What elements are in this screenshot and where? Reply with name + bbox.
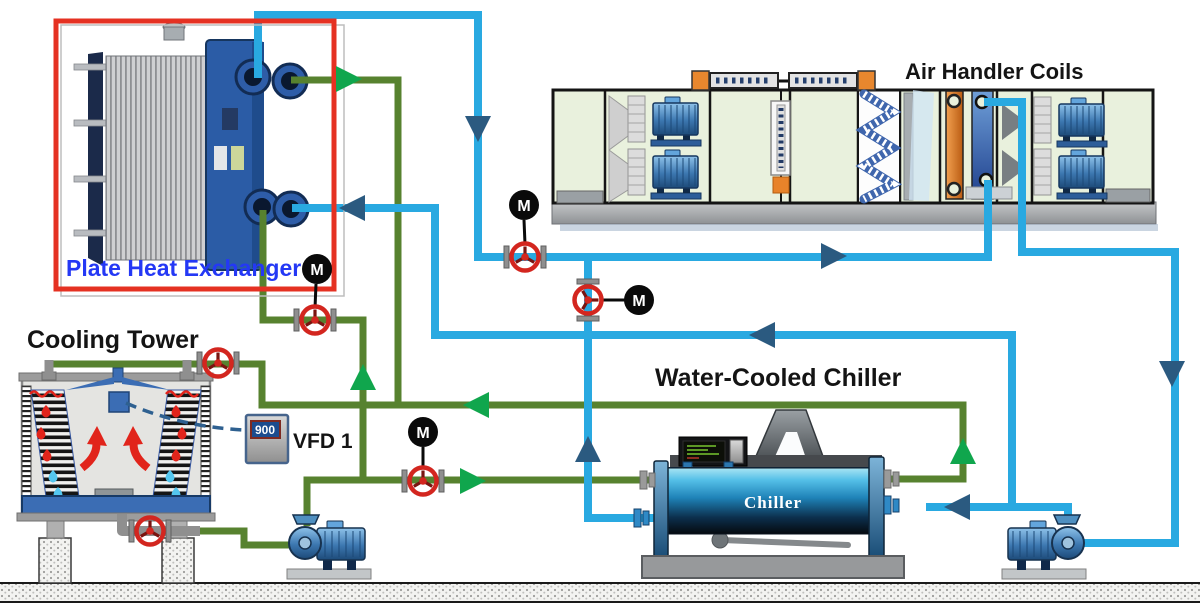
pipe-return-to-phe xyxy=(292,204,1016,511)
phe-plate-pack xyxy=(105,55,207,261)
flow-arrow-green-right xyxy=(336,66,362,92)
flow-arrow-navy-down xyxy=(465,116,491,142)
chw-supply-valve xyxy=(504,244,546,271)
flow-arrow-green-up xyxy=(350,364,376,390)
chiller-nozzles xyxy=(633,469,900,528)
pipe-pump-to-chiller-evap xyxy=(926,503,1072,524)
tower-louver xyxy=(200,385,211,509)
air-handler-coils-label: Air Handler Coils xyxy=(905,59,1083,84)
vfd-display xyxy=(250,420,281,439)
flow-arrow-navy-right xyxy=(821,243,847,269)
air-handler-unit xyxy=(551,70,1158,231)
valves-and-actuators: M M M M xyxy=(129,190,654,545)
motor-m-label: M xyxy=(310,262,323,279)
pipe-tower-outlet xyxy=(194,527,298,549)
flat-filter xyxy=(903,90,934,201)
flow-arrow-green-right xyxy=(460,468,486,494)
slide-rails xyxy=(691,70,876,91)
tower-louver xyxy=(21,385,32,509)
tower-fittings xyxy=(41,360,200,536)
airflow-arrows xyxy=(79,426,151,472)
motor-actuator: M xyxy=(509,190,539,220)
condenser-water-pipes xyxy=(46,76,967,549)
flow-arrow-navy-up xyxy=(575,436,601,462)
pipe-phe-condenser-out xyxy=(291,76,402,406)
damper-actuator xyxy=(772,176,790,194)
air-deflector xyxy=(1002,104,1026,140)
pipe-coil-return-to-pump xyxy=(984,98,1179,547)
chiller-condenser-valve xyxy=(402,468,444,495)
cooling-tower-label: Cooling Tower xyxy=(27,326,199,354)
cooling-tower xyxy=(16,367,216,584)
tower-fan xyxy=(66,367,170,413)
phe-highlight-box xyxy=(53,18,337,292)
pipe-pump-to-chiller-condenser xyxy=(303,476,662,526)
air-deflector xyxy=(1002,150,1026,186)
motor-m-label: M xyxy=(632,293,645,310)
tower-fan-motor xyxy=(108,391,130,413)
water-cooled-chiller-label: Water-Cooled Chiller xyxy=(655,364,902,392)
flow-arrow-navy-down xyxy=(1159,361,1185,387)
phe-photo-frame xyxy=(60,24,345,297)
vfd-control-signal-line xyxy=(125,401,245,432)
zigzag-filter xyxy=(855,89,903,204)
phe-condenser-valve xyxy=(294,307,336,334)
flow-arrow-navy-left xyxy=(749,322,775,348)
flow-arrow-navy-left xyxy=(944,494,970,520)
water-cooled-chiller xyxy=(633,409,905,579)
chiller-evap-valve xyxy=(575,279,602,321)
tower-basin xyxy=(21,495,211,516)
condenser-water-pump xyxy=(286,514,372,580)
flow-arrow-green-left xyxy=(463,392,489,418)
chiller-body-label: Chiller xyxy=(744,493,802,512)
flow-arrow-green-up xyxy=(950,438,976,464)
plate-heat-exchanger xyxy=(60,22,345,297)
phe-label: Plate Heat Exchanger xyxy=(66,255,301,281)
vfd-controller xyxy=(244,413,290,465)
motor-actuator: M xyxy=(302,254,332,284)
motor-actuator: M xyxy=(408,417,438,447)
heating-coil xyxy=(945,90,964,200)
pipe-tower-return xyxy=(46,360,967,483)
motor-actuator: M xyxy=(624,285,654,315)
motor-m-label: M xyxy=(416,425,429,442)
motor-m-label: M xyxy=(517,198,530,215)
vfd-label: VFD 1 xyxy=(293,430,353,453)
vfd-display-value: 900 xyxy=(255,423,275,437)
tower-inlet-valve xyxy=(197,350,239,377)
ground-strip xyxy=(0,582,1200,603)
chilled-water-pump xyxy=(1001,514,1087,580)
